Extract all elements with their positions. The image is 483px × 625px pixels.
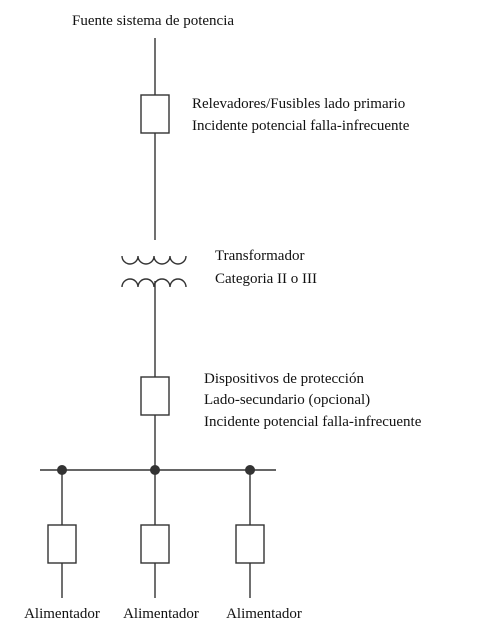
transformer-primary-winding [121, 255, 187, 265]
feeder-label-3: Alimentador [226, 606, 302, 622]
secondary-device-label-line1: Dispositivos de protección [204, 371, 364, 387]
bus-junction-dot-3 [245, 465, 255, 475]
secondary-device-label-line3: Incidente potencial falla-infrecuente [204, 414, 422, 430]
transformer-secondary-winding [121, 278, 187, 288]
primary-protection-box [140, 94, 170, 134]
transformer-label-line2: Categoria II o III [215, 271, 317, 287]
feeder-label-2: Alimentador [123, 606, 199, 622]
transformer-label-line1: Transformador [215, 248, 304, 264]
primary-device-label-line1: Relevadores/Fusibles lado primario [192, 96, 405, 112]
feeder-label-1: Alimentador [24, 606, 100, 622]
bus-junction-dot-1 [57, 465, 67, 475]
secondary-protection-box [140, 376, 170, 416]
primary-device-label-line2: Incidente potencial falla-infrecuente [192, 118, 410, 134]
secondary-device-label-line2: Lado-secundario (opcional) [204, 392, 370, 408]
feeder-2-box [140, 524, 170, 564]
bus-junction-dot-2 [150, 465, 160, 475]
feeder-3-box [235, 524, 265, 564]
source-label: Fuente sistema de potencia [72, 13, 234, 29]
feeder-1-box [47, 524, 77, 564]
